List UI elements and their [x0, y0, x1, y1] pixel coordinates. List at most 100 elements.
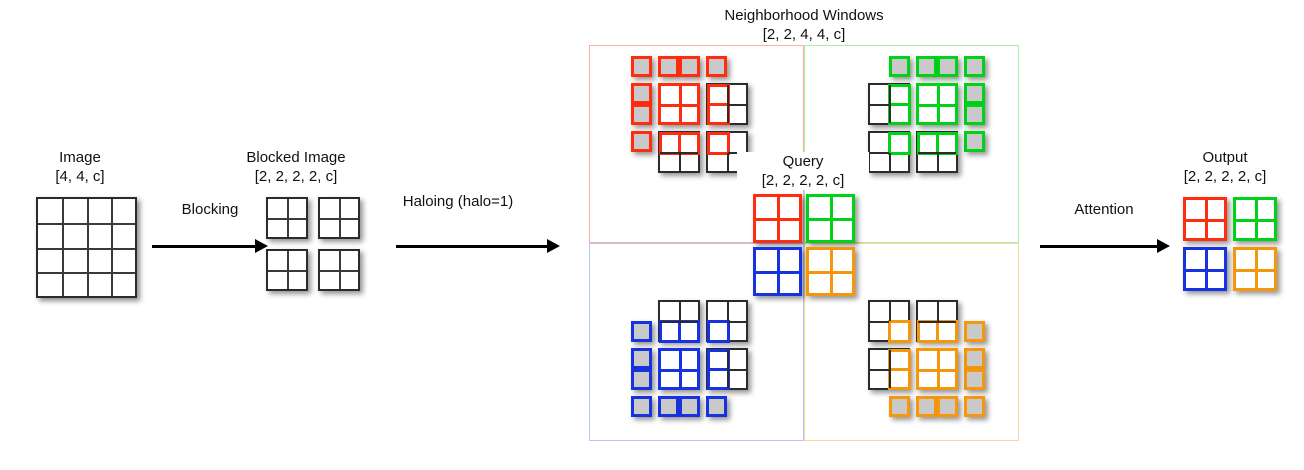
- block-subcell: [918, 321, 956, 323]
- block-subcell: [919, 103, 955, 107]
- block-tile: [266, 197, 308, 239]
- neighborhood-window-bottom-left: [601, 300, 771, 470]
- arrow-head: [547, 239, 560, 253]
- window-block-tile: [658, 83, 700, 125]
- block-subcell: [870, 369, 889, 371]
- image-label: Image: [59, 149, 101, 166]
- haloing-sublabel-text: (halo=1): [457, 193, 514, 210]
- block-subcell: [727, 153, 729, 171]
- block-subcell: [660, 152, 698, 154]
- block-subcell: [679, 302, 681, 321]
- halo-pad-cell: [889, 56, 910, 77]
- arrow-head: [1157, 239, 1170, 253]
- window-block-tile: [916, 348, 958, 390]
- halo-pad-cell: [631, 56, 652, 77]
- image-shape: [4, 4, c]: [55, 168, 105, 185]
- block-subcell: [1236, 218, 1274, 222]
- window-block-tile: [658, 348, 700, 390]
- block-subcell-highlighted: [936, 320, 958, 343]
- window-block-tile: [706, 83, 748, 125]
- quadrant-outline-bottom-right: [804, 243, 1019, 441]
- window-block-tile: [868, 300, 911, 343]
- halo-pad-cell: [679, 56, 700, 77]
- halo-pad-cell: [679, 396, 700, 417]
- block-subcell-highlighted: [888, 368, 911, 390]
- block-subcell-highlighted: [888, 132, 911, 155]
- attention-label-text: Attention: [1074, 201, 1134, 218]
- block-subcell-highlighted: [707, 320, 730, 343]
- block-subcell-highlighted: [888, 320, 911, 343]
- halo-pad-cell: [964, 348, 985, 369]
- block-subcell: [320, 218, 358, 220]
- halo-pad-cell: [964, 321, 985, 342]
- block-subcell: [756, 271, 799, 274]
- block-subcell: [889, 153, 891, 171]
- arrow-shaft: [396, 245, 548, 248]
- output-label: Output: [1202, 149, 1248, 166]
- output-shape: [2, 2, 2, 2, c]: [1183, 168, 1267, 185]
- output-caption: Output [2, 2, 2, 2, c]: [1155, 148, 1295, 186]
- query-block-orange: [806, 247, 855, 296]
- halo-pad-cell: [916, 56, 937, 77]
- block-tile: [318, 249, 360, 291]
- window-block-tile: [916, 131, 958, 173]
- halo-pad-cell: [631, 321, 652, 342]
- halo-pad-cell: [964, 83, 985, 104]
- halo-pad-cell: [631, 83, 652, 104]
- output-block-orange: [1233, 247, 1277, 291]
- halo-pad-cell: [631, 131, 652, 152]
- quadrant-outline-top-left: [589, 45, 804, 243]
- query-group: [753, 194, 857, 298]
- neighborhood-window-bottom-right: [868, 300, 1038, 470]
- image-caption: Image [4, 4, c]: [0, 148, 160, 186]
- window-block-tile: [868, 348, 911, 390]
- block-subcell: [809, 218, 852, 221]
- blocked-image-label: Blocked Image: [246, 149, 346, 166]
- neighborhood-windows-label: Neighborhood Windows: [724, 7, 884, 24]
- halo-pad-cell: [706, 396, 727, 417]
- block-subcell: [728, 369, 746, 371]
- arrow-head: [255, 239, 268, 253]
- block-subcell: [1236, 268, 1274, 272]
- query-block-red: [753, 194, 802, 243]
- output-block-blue: [1183, 247, 1227, 291]
- block-subcell-highlighted: [707, 132, 730, 155]
- block-tile: [266, 249, 308, 291]
- halo-pad-cell: [889, 396, 910, 417]
- halo-pad-cell: [964, 396, 985, 417]
- halo-pad-cell: [937, 56, 958, 77]
- neighborhood-window-top-right: [868, 56, 1038, 226]
- block-subcell: [661, 103, 697, 107]
- block-subcell: [268, 218, 306, 220]
- halo-pad-cell: [964, 131, 985, 152]
- arrow-shaft: [152, 245, 256, 248]
- block-subcell: [937, 302, 939, 321]
- halo-pad-cell: [631, 396, 652, 417]
- image-grid: [36, 197, 137, 298]
- blocking-label-text: Blocking: [181, 201, 239, 218]
- window-block-tile: [706, 348, 748, 390]
- output-group: [1183, 197, 1279, 293]
- neighborhood-windows-caption: Neighborhood Windows [2, 2, 4, 4, c]: [684, 6, 924, 44]
- halo-pad-cell: [658, 396, 679, 417]
- block-subcell: [727, 302, 729, 321]
- neighborhood-window-top-left: [601, 56, 771, 226]
- arrow-shaft: [1040, 245, 1158, 248]
- halo-pad-cell: [631, 348, 652, 369]
- halo-pad-cell: [916, 396, 937, 417]
- neighborhood-windows-shape: [2, 2, 4, 4, c]: [762, 26, 846, 43]
- block-subcell: [661, 368, 697, 372]
- window-block-tile: [658, 131, 700, 173]
- halo-pad-cell: [964, 56, 985, 77]
- halo-pad-cell: [937, 396, 958, 417]
- block-subcell: [809, 271, 852, 274]
- window-block-tile: [658, 300, 700, 343]
- halo-pad-cell: [706, 56, 727, 77]
- block-subcell: [679, 153, 681, 171]
- output-block-green: [1233, 197, 1277, 241]
- block-subcell: [660, 321, 698, 323]
- haloing-arrow: [396, 239, 562, 253]
- block-subcell: [870, 152, 889, 154]
- halo-pad-cell: [964, 104, 985, 125]
- quadrant-outline-bottom-left: [589, 243, 804, 441]
